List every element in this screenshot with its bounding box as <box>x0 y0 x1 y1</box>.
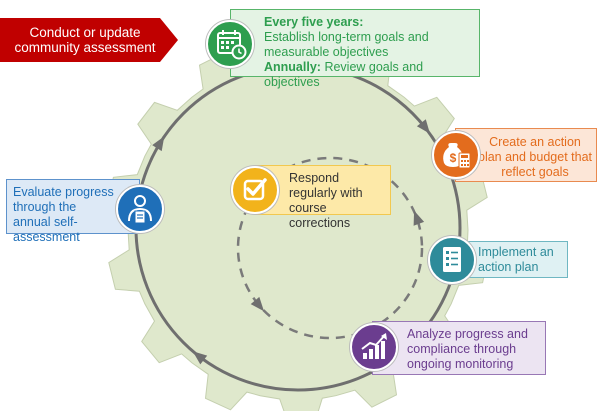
analyze-box: Analyze progress and compliance through … <box>372 321 546 375</box>
calendar-icon <box>206 20 254 68</box>
person-clipboard-icon <box>116 185 164 233</box>
banner-arrow-shape <box>0 18 178 62</box>
checkbox-icon <box>231 166 279 214</box>
every-five-years-label: Every five years: <box>264 15 364 29</box>
chart-trend-icon <box>350 323 398 371</box>
evaluate-box: Evaluate progress through the annual sel… <box>6 179 140 244</box>
respond-label: Respond regularly with course correction… <box>289 171 363 230</box>
annually-text: Review goals and objectives <box>264 60 424 89</box>
money-bag-calculator-icon: $ <box>432 131 480 179</box>
inner-arrowhead <box>413 210 425 226</box>
annually-label: Annually: <box>264 60 321 74</box>
action-plan-label: Create an action plan and budget that re… <box>478 135 592 179</box>
outer-arrowhead <box>416 119 430 134</box>
checklist-icon <box>428 236 476 284</box>
analyze-label: Analyze progress and compliance through … <box>407 327 528 371</box>
svg-text:$: $ <box>450 151 457 165</box>
start-banner: Conduct or update community assessment <box>0 18 178 62</box>
outer-arrowhead <box>152 136 165 152</box>
every-five-years-text: Establish long-term goals and measurable… <box>264 30 429 59</box>
evaluate-label: Evaluate progress through the annual sel… <box>13 185 114 244</box>
inner-arrowhead <box>250 296 264 312</box>
goals-box: Every five years: Establish long-term go… <box>230 9 480 89</box>
start-banner-label: Conduct or update community assessment <box>14 25 156 55</box>
outer-arrowhead <box>192 351 208 365</box>
implement-label: Implement an action plan <box>478 245 554 274</box>
inner-dashed-loop <box>236 156 424 340</box>
